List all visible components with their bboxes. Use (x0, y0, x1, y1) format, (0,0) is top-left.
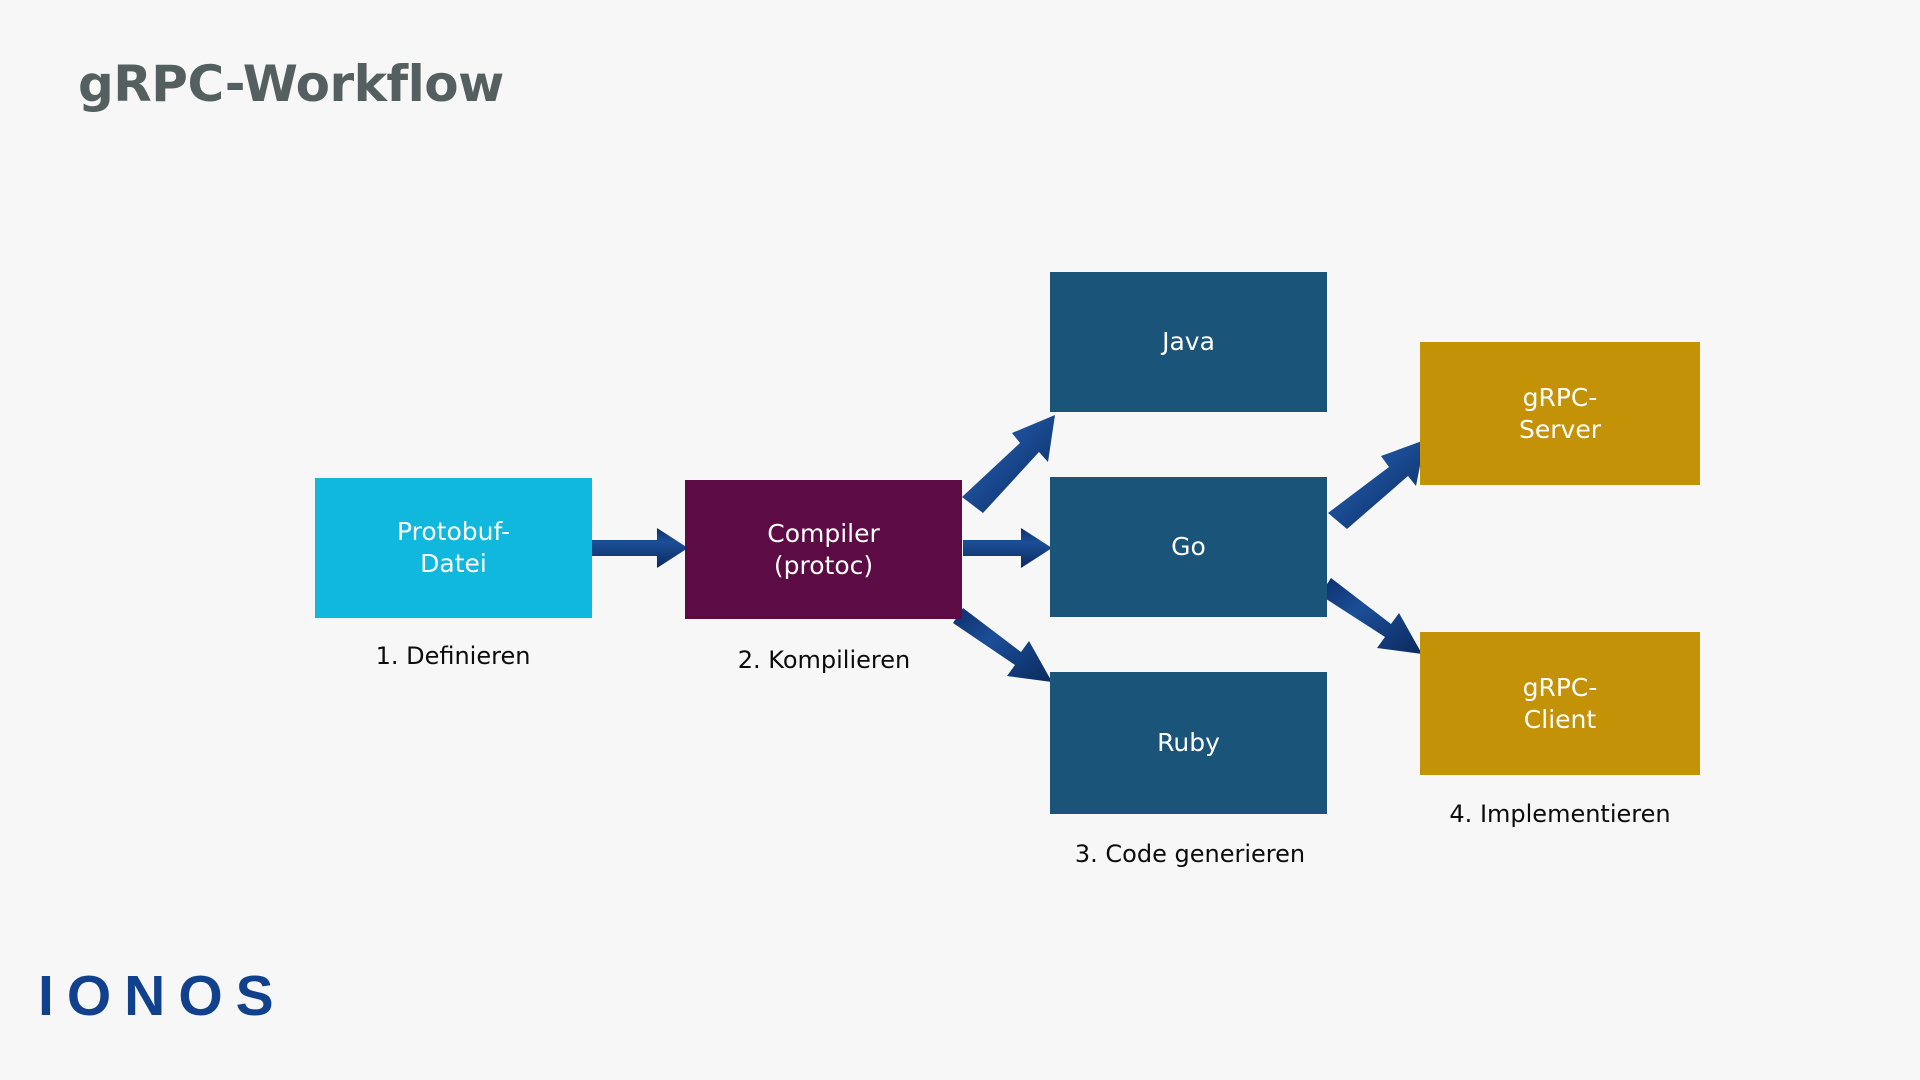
arrow-go-to-grpc-server (1328, 440, 1425, 529)
node-compiler-protoc[interactable]: Compiler (protoc) (685, 480, 962, 619)
node-java[interactable]: Java (1050, 272, 1327, 412)
step-caption-2-kompilieren: 2. Kompilieren (737, 646, 911, 674)
ionos-logo: IONOS (38, 964, 287, 1028)
step-caption-1-definieren: 1. Definieren (375, 642, 531, 670)
arrow-compiler-to-go (963, 528, 1052, 568)
page-title: gRPC-Workflow (78, 55, 504, 113)
node-grpc-client[interactable]: gRPC- Client (1420, 632, 1700, 775)
step-caption-3-code-generieren: 3. Code generieren (1074, 840, 1306, 868)
node-grpc-server[interactable]: gRPC- Server (1420, 342, 1700, 485)
arrow-protobuf-to-compiler (592, 528, 688, 568)
arrow-go-to-grpc-client (1320, 578, 1422, 654)
node-protobuf-datei[interactable]: Protobuf- Datei (315, 478, 592, 618)
node-ruby[interactable]: Ruby (1050, 672, 1327, 814)
node-go[interactable]: Go (1050, 477, 1327, 617)
arrow-compiler-to-java (962, 415, 1055, 513)
step-caption-4-implementieren: 4. Implementieren (1449, 800, 1671, 828)
arrow-compiler-to-ruby (953, 608, 1052, 682)
